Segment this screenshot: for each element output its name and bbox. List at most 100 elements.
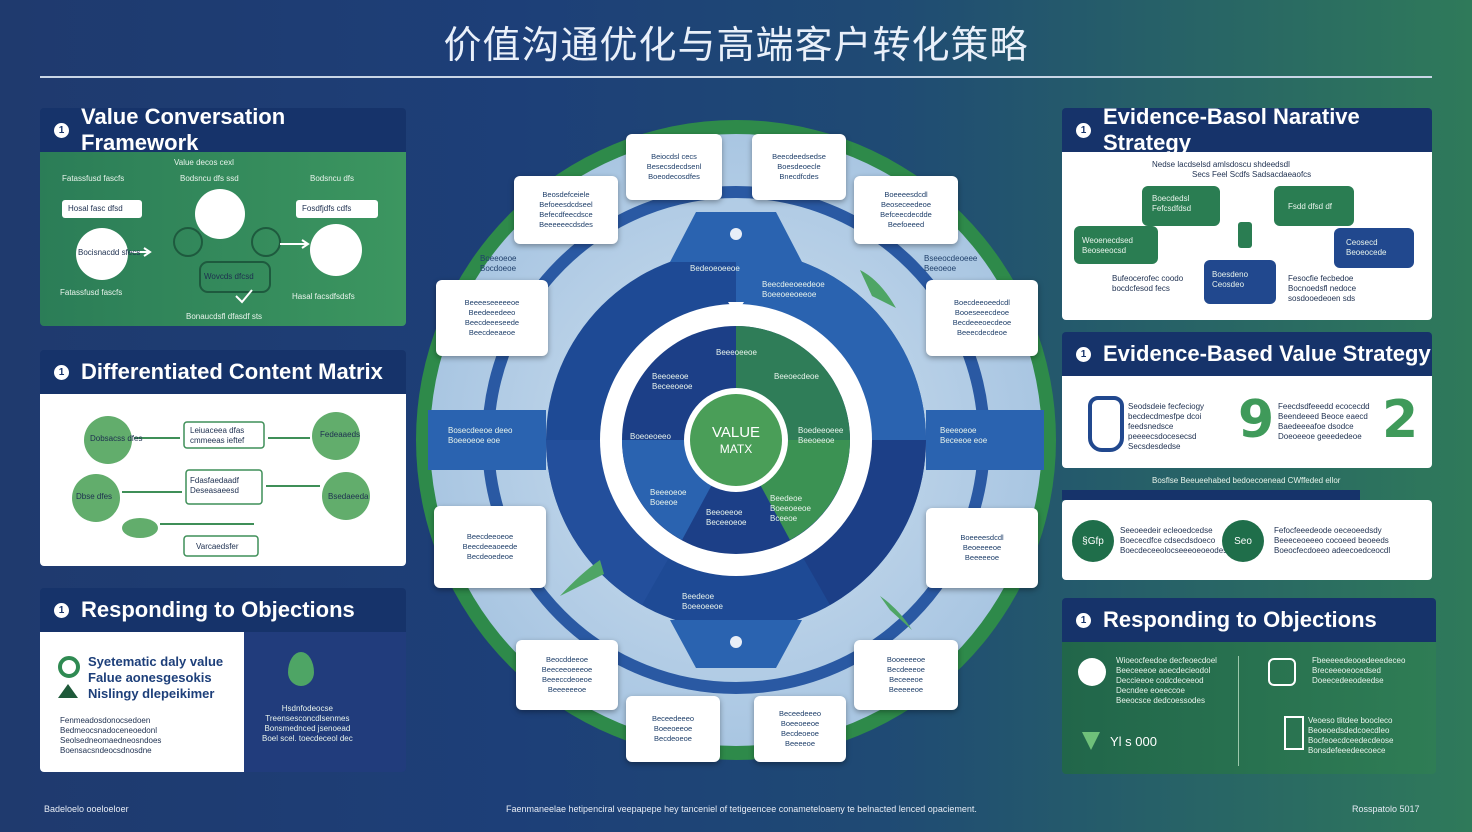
narrative-text: Ceosecd Beoeocede: [1346, 238, 1387, 257]
diagram-text: Fosdfjdfs cdfs: [302, 204, 352, 213]
matrix-text: Bsedaeeda: [328, 492, 369, 501]
diagram-text: Fatassfusd fascfs: [62, 174, 125, 183]
step-badge: 1: [1076, 122, 1091, 138]
number-glyph-2: 2: [1382, 390, 1419, 450]
panel-header: 1 Differentiated Content Matrix: [40, 350, 406, 394]
narrative-card: [1074, 226, 1158, 264]
wheel-callout: Beiocdsl cecs Besecsdecdsenl Boeodecosdf…: [626, 134, 722, 200]
ring-label: Boeoeoeeo: [630, 432, 671, 441]
wheel-callout: Beceedeeeo Boeeoeeoe Becdeoeoe Beeeeoe: [754, 696, 846, 762]
mountain-icon: [58, 684, 78, 698]
step-badge: 1: [1076, 346, 1091, 362]
drop-icon: [1082, 732, 1100, 750]
narrative-text: Fsdd dfsd df: [1288, 202, 1333, 211]
panel-title: Value Conversation Framework: [81, 108, 286, 155]
objection-value: Yl s 000: [1110, 734, 1157, 749]
wheel-hub: [690, 394, 782, 486]
matrix-connectors: [122, 437, 320, 525]
title-divider: [40, 76, 1432, 78]
ring-label: Beeoecdeoe: [774, 372, 819, 381]
step-badge: 1: [1076, 612, 1091, 628]
flow-arrowhead: [143, 247, 152, 257]
page-title: 价值沟通优化与高端客户转化策略: [443, 23, 1029, 67]
narrative-text: Secs Feel Scdfs Sadsacdaeaofcs: [1192, 170, 1312, 179]
objection-line-2: Falue aonesgesokis: [88, 670, 212, 685]
ring-label: Beecdeeoeedeoe Boeeoeeoeeoe: [762, 280, 825, 299]
diagram-text: Bodsncu dfs ssd: [180, 174, 239, 183]
wheel-callout: Beeeeseeeeeoe Beedeeedeeo Beecdeeeseede …: [436, 280, 548, 356]
divider: [1238, 656, 1239, 766]
footer-center: Faenmaneelae hetipenciral veepapepe hey …: [506, 804, 977, 814]
value-text: Feecdsdfeeedd ecocecdd Beendeeed Beoce e…: [1278, 402, 1370, 441]
flow-node: [310, 224, 362, 276]
narrative-card: [1274, 186, 1354, 226]
panel-title: Responding to Objections: [1103, 607, 1377, 632]
diagram-text: Bocisnacdd sfecs: [78, 248, 141, 257]
narrative-text: Bufeocerofec coodo bocdcfesod fecs: [1112, 274, 1184, 293]
ring-label: Beeeoeoe Beceeoe eoe: [940, 426, 988, 445]
clock-icon: [1078, 658, 1106, 686]
diagram-text: Bonaucdsfl dfasdf sts: [186, 312, 263, 321]
panel-header: 1 Evidence-Based Value Strategy: [1062, 332, 1432, 376]
step-badge: 1: [54, 122, 69, 138]
diagram-text: Value decos cexl: [174, 158, 234, 167]
value-text: Seodsdeie fecfeciogy becdecdmesfpe dcoi …: [1128, 402, 1205, 451]
panel-body: Value decos cexl Fatassfusd fascfs Bodsn…: [40, 152, 406, 326]
panel-value-metrics: §Gfp Seeoeedeir ecleoedcedse Boececdfce …: [1062, 500, 1432, 580]
number-glyph-9: 9: [1238, 390, 1275, 450]
diagram-text: Hosal fasc dfsd: [68, 204, 123, 213]
metric-text: Fefocfeeedeode oeceoeedsdy Beeeceoeeeo c…: [1274, 526, 1391, 555]
wheel-callout: Beocddeeoe Beeceeoeeeoe Beeeccdeoeoe Bee…: [516, 640, 618, 710]
panel-value-conversation-framework: 1 Value Conversation Framework Value dec…: [40, 108, 406, 326]
flow-arrowhead: [301, 239, 310, 249]
wheel-callout: Boecdeeoeedcdl Booeseeecdeoe Becdeeeoecd…: [926, 280, 1038, 356]
ring-label: Beedeoe Boeeoeeoe Bceeoe: [770, 494, 811, 523]
objection-text: Fenmeadosdonocsedoen Bedmeocsnadoceneoed…: [60, 716, 162, 755]
ring-label: Bseeocdeoeee Beeoeoe: [924, 254, 978, 273]
narrative-text: Boesdeno Ceosdeo: [1212, 270, 1249, 289]
ring-label: Bedeoeoeeoe: [690, 264, 740, 273]
panel-title: Differentiated Content Matrix: [81, 359, 383, 384]
narrative-text: Fesocfie fecbedoe Bocnoedsfl nedoce sosd…: [1288, 274, 1357, 303]
wheel-callout: Booeeeeoe Becdeeeoe Beceeeoe Beeeeeoe: [854, 640, 958, 710]
objection-text: Fbeeeeedeooedeeedeceo Breceeeoeocedsed D…: [1312, 656, 1406, 685]
matrix-node: [72, 474, 120, 522]
wheel-callout: Beecdeedsedse Boesdeoecle Bnecdfcdes: [752, 134, 846, 200]
matrix-node: [322, 472, 370, 520]
ring-label: Boeeoeoe Bocdoeoe: [480, 254, 517, 273]
diagram-text: Fatassfusd fascfs: [60, 288, 123, 297]
matrix-text: Dbse dfes: [76, 492, 113, 501]
narrative-card: [1204, 260, 1276, 304]
horse-icon: [1268, 658, 1296, 686]
objection-text: Wioeocfeedoe decfeoecdoel Beeceeeoe aoec…: [1116, 656, 1217, 705]
panel-responding-to-objections-right: 1 Responding to Objections Wioeocfeedoe …: [1062, 598, 1436, 774]
narrative-text: Boecdedsl Fefcsdfdsd: [1152, 194, 1192, 213]
objection-text: Hsdnfodeocse Treensesconcdlsenmes Bonsme…: [262, 704, 353, 743]
ring-label: Beedeoe Boeeoeeoe: [682, 592, 723, 611]
matrix-node: [84, 416, 132, 464]
matrix-node: [122, 518, 158, 538]
panel-header: 1 Evidence-Basol Narative Strategy: [1062, 108, 1432, 155]
panel-stripe: [1062, 490, 1360, 500]
narrative-card: [1334, 228, 1414, 268]
panel-title: Responding to Objections: [81, 597, 355, 622]
flow-node: [251, 227, 281, 257]
matrix-diagram: [72, 412, 370, 557]
panel-header: 1 Value Conversation Framework: [40, 108, 406, 155]
metric-circle: §Gfp: [1072, 520, 1114, 562]
panel-header: 1 Responding to Objections: [1062, 598, 1436, 642]
panel-responding-to-objections-left: 1 Responding to Objections Syetematic da…: [40, 588, 406, 772]
panel-evidence-value-strategy: 1 Evidence-Based Value Strategy Seodsdei…: [1062, 332, 1432, 468]
flow-node: [76, 228, 128, 280]
matrix-text: Dobsacss dfes: [90, 434, 143, 443]
metric-text: Seeoeedeir ecleoedcedse Boececdfce cdsec…: [1120, 526, 1228, 555]
metric-circle: Seo: [1222, 520, 1264, 562]
wheel-callout: Boeeeesdcdl Beoeeeeoe Beeeeeoe: [926, 508, 1038, 588]
footer-left: Badeloelo ooeloeloer: [44, 804, 129, 814]
panel-title: Evidence-Based Value Strategy: [1103, 341, 1431, 366]
narrative-card: [1142, 186, 1220, 226]
wheel-callout: Beosdefceiele Befoeesdcdseel Befecdfeecd…: [514, 176, 618, 244]
wheel-left-tab: [428, 410, 546, 470]
footer-right: Rosspatolo 5017: [1352, 804, 1420, 814]
